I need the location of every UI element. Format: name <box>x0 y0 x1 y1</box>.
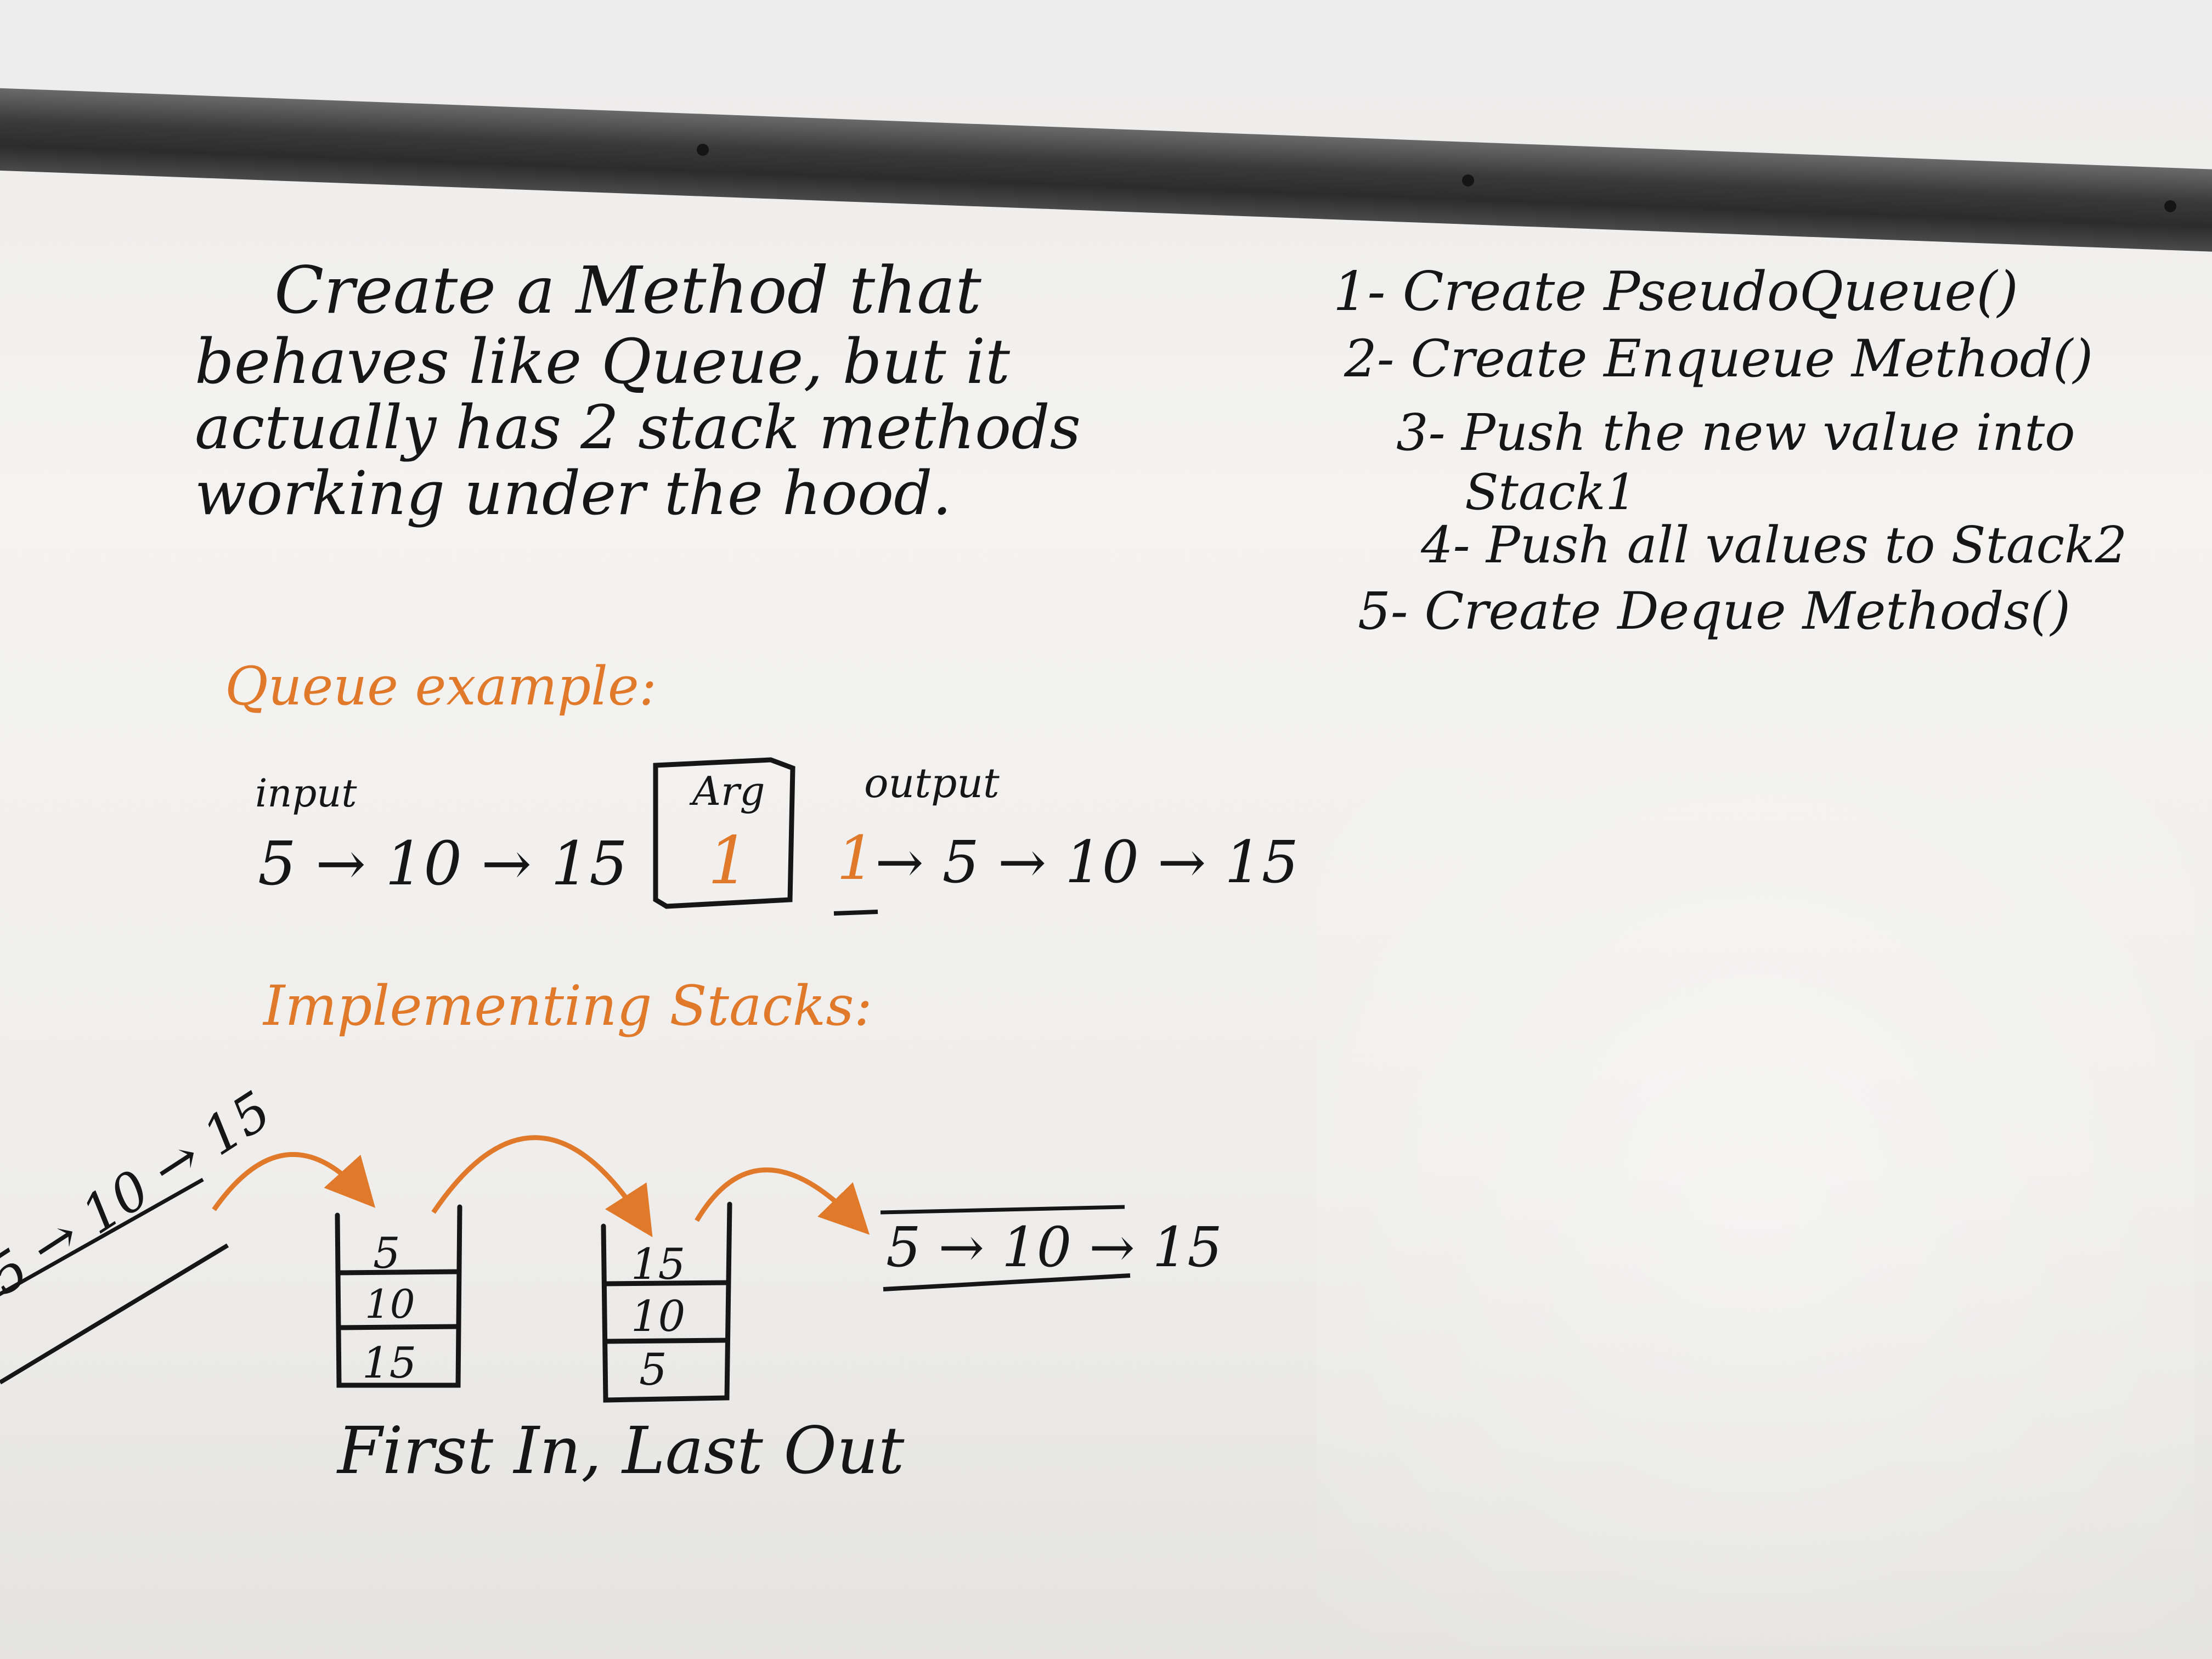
input-value: 5 → 10 → 15 <box>258 828 628 899</box>
result-overline <box>880 1205 1125 1215</box>
output-first-value: 1 <box>837 823 875 893</box>
stack-caption: First In, Last Out <box>337 1413 905 1488</box>
wall <box>0 0 2212 93</box>
queue-example-heading: Queue example: <box>225 656 657 717</box>
arg-label: Arg <box>692 768 765 814</box>
stack2-cell-middle: 10 <box>631 1292 686 1341</box>
output-label: output <box>864 760 1000 807</box>
result-values: 5 → 10 → 15 <box>886 1215 1222 1279</box>
stack2-cell-bottom: 5 <box>639 1344 667 1395</box>
incoming-underline <box>0 1243 229 1385</box>
board-glare <box>1317 768 2194 1646</box>
stack1-container <box>335 1204 462 1388</box>
step-3-cont: Stack1 <box>1465 464 1637 521</box>
step-3: 3- Push the new value into <box>1396 403 2075 462</box>
step-5: 5- Create Deque Methods() <box>1358 582 2071 641</box>
arrow-into-stack1 <box>212 1152 376 1211</box>
problem-line-4: working under the hood. <box>195 458 952 528</box>
result-underline <box>883 1273 1131 1291</box>
arrow-stack2-to-output <box>695 1167 870 1235</box>
incoming-overline <box>0 1177 204 1296</box>
problem-line-3: actually has 2 stack methods <box>195 392 1081 462</box>
input-label: input <box>255 771 357 816</box>
arg-value: 1 <box>708 823 750 899</box>
rail-screw <box>1462 174 1474 187</box>
rail-screw <box>697 144 709 156</box>
problem-line-2: behaves like Queue, but it <box>195 326 1011 398</box>
stack1-cell-middle: 10 <box>365 1281 415 1327</box>
arg-box <box>653 757 795 909</box>
stack1-cell-bottom: 15 <box>362 1339 417 1388</box>
step-1: 1- Create PseudoQueue() <box>1333 261 2018 323</box>
step-4: 4- Push all values to Stack2 <box>1421 516 2128 574</box>
arrow-stack1-to-stack2 <box>431 1135 653 1238</box>
problem-line-1: Create a Method that <box>274 252 981 328</box>
implementing-heading: Implementing Stacks: <box>263 974 873 1038</box>
step-2: 2- Create Enqueue Method() <box>1344 329 2094 389</box>
rail-screw <box>2164 200 2176 212</box>
output-first-underline <box>833 910 878 916</box>
stack2-container <box>601 1201 732 1403</box>
output-rest-values: → 5 → 10 → 15 <box>875 828 1299 896</box>
